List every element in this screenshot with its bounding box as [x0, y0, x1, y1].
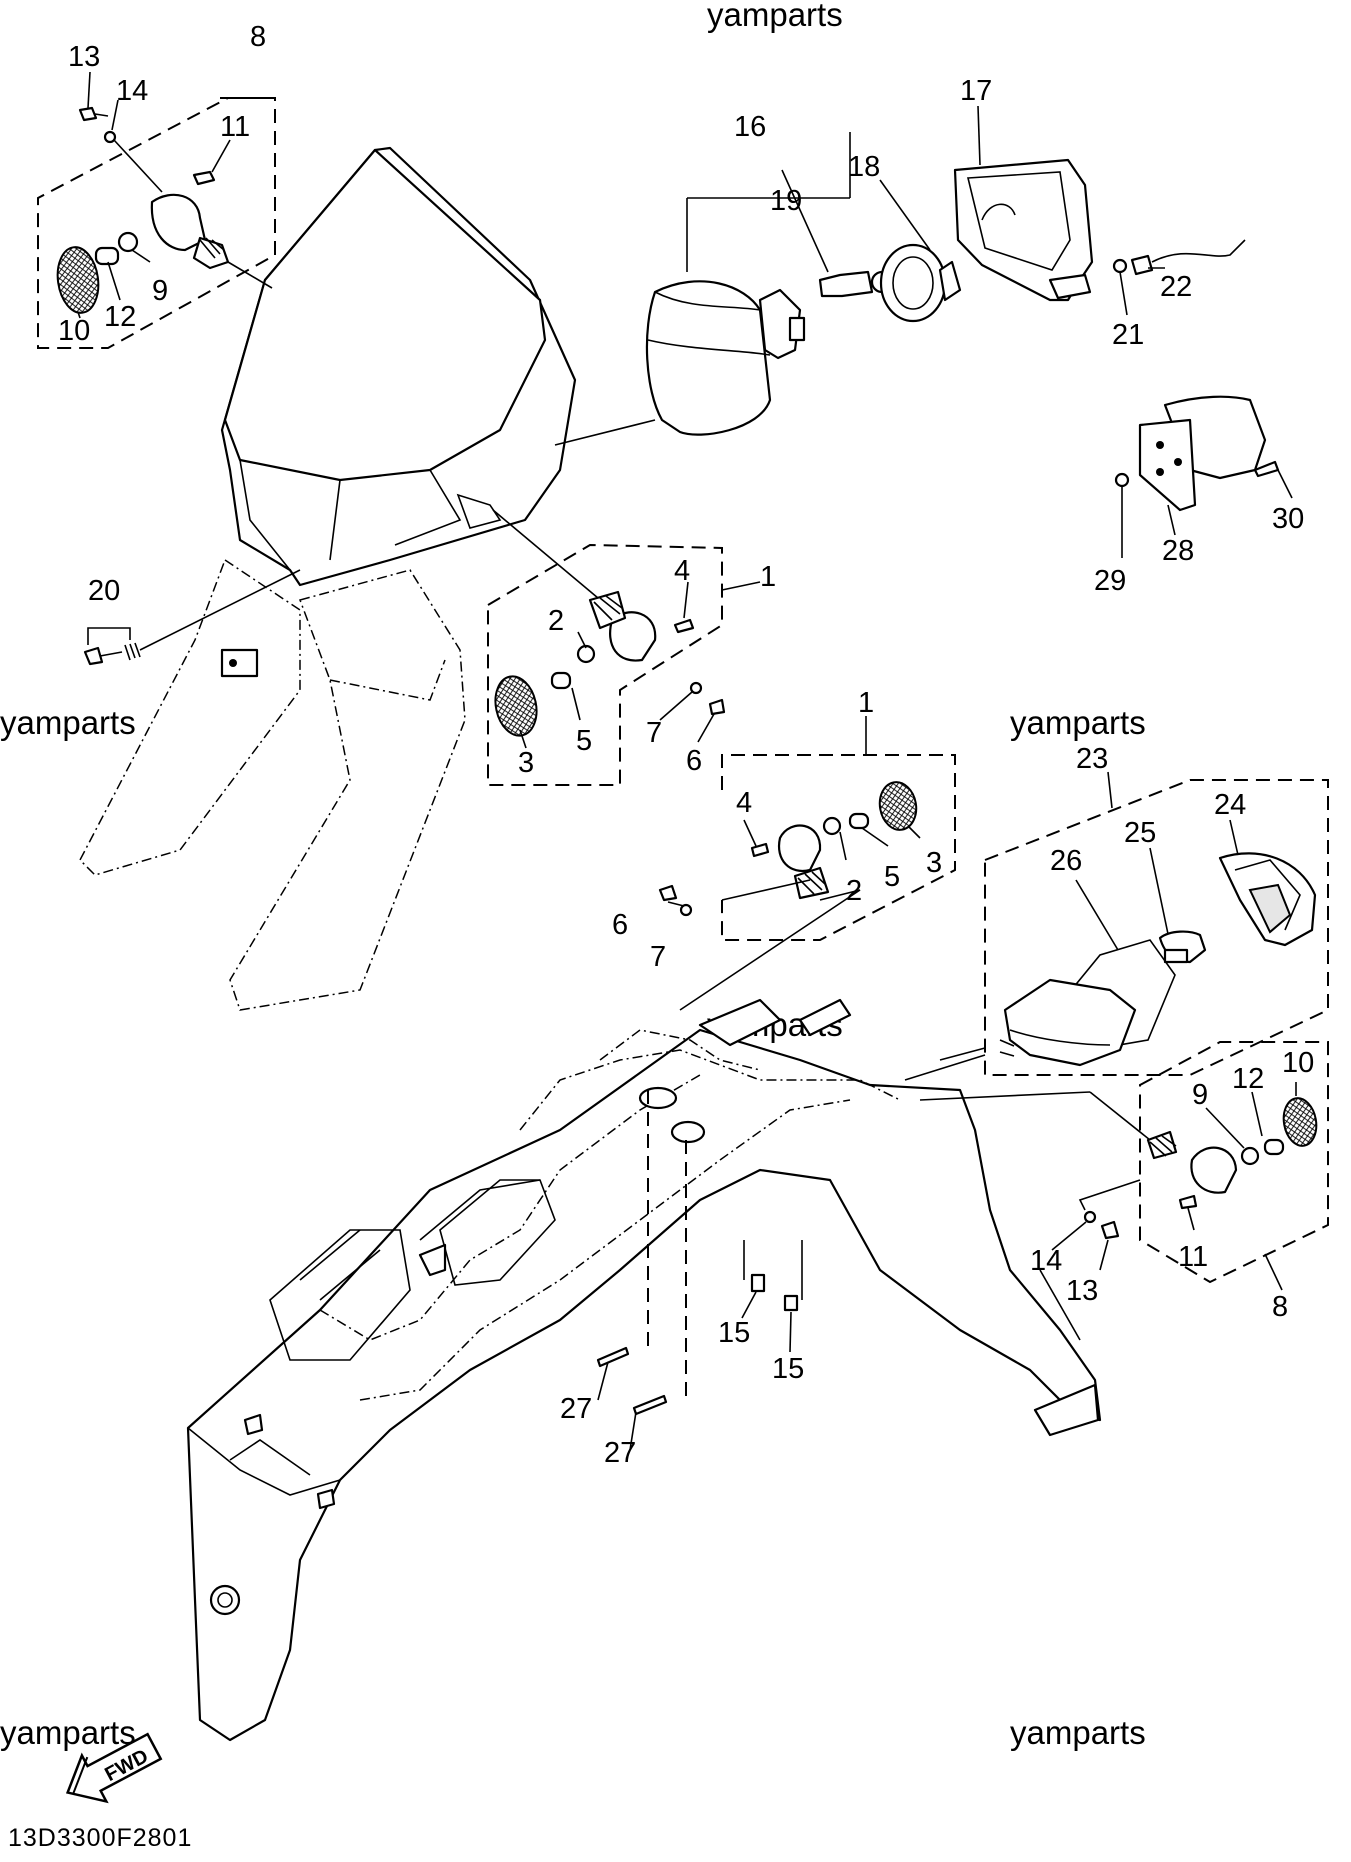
watermark-top: yamparts [707, 0, 843, 33]
callout-30: 30 [1272, 503, 1304, 535]
callout-16: 16 [734, 111, 766, 143]
fork-cover-plate [79, 493, 502, 1011]
callout-7-mid: 7 [650, 941, 666, 973]
license-light [1114, 395, 1293, 558]
callout-11: 11 [220, 111, 250, 143]
headlight-cowl [220, 146, 577, 587]
callout-12-rear: 12 [1232, 1063, 1264, 1095]
callout-10: 10 [58, 315, 90, 347]
callout-23: 23 [1076, 743, 1108, 775]
callout-13: 13 [68, 41, 100, 73]
diagram-code: 13D3300F2801 [8, 1824, 192, 1852]
callout-12: 12 [104, 301, 136, 333]
callout-9-rear: 9 [1192, 1079, 1208, 1111]
callout-28: 28 [1162, 535, 1194, 567]
callout-24: 24 [1214, 789, 1246, 821]
bolt-spring-20 [83, 569, 301, 666]
callout-8: 8 [250, 21, 266, 53]
callout-22: 22 [1160, 271, 1192, 303]
callout-27-lower: 27 [604, 1437, 636, 1469]
callout-3-top: 3 [518, 747, 534, 779]
callout-27-upper: 27 [560, 1393, 592, 1425]
callout-1-mid: 1 [858, 687, 874, 719]
callout-25: 25 [1124, 817, 1156, 849]
callout-14: 14 [116, 75, 148, 107]
callout-10-rear: 10 [1282, 1047, 1314, 1079]
watermark-bottom-right: yamparts [1010, 1714, 1146, 1751]
callout-9: 9 [152, 275, 168, 307]
callout-6-mid: 6 [612, 909, 628, 941]
callout-labels: 13 14 8 11 9 12 10 16 19 18 17 21 22 30 … [58, 21, 1314, 1469]
headlight-unit [554, 132, 962, 446]
callout-14-rear: 14 [1030, 1245, 1062, 1277]
callout-26: 26 [1050, 845, 1082, 877]
callout-3-mid: 3 [926, 847, 942, 879]
callout-20: 20 [88, 575, 120, 607]
callout-18: 18 [848, 151, 880, 183]
headlight-case [953, 105, 1246, 316]
callout-13-rear: 13 [1066, 1275, 1098, 1307]
callout-2-top: 2 [548, 605, 564, 637]
callout-15-left: 15 [718, 1317, 750, 1349]
callout-2-mid: 2 [846, 875, 862, 907]
callout-5-top: 5 [576, 725, 592, 757]
callout-5-mid: 5 [884, 861, 900, 893]
rear-left-flasher-group [919, 1041, 1329, 1291]
callout-4-mid: 4 [736, 787, 752, 819]
callout-1-top: 1 [760, 561, 776, 593]
callout-15-right: 15 [772, 1353, 804, 1385]
front-right-flasher-group [487, 509, 761, 786]
callout-7-top: 7 [646, 717, 662, 749]
callout-17: 17 [960, 75, 992, 107]
tail-light-group [904, 771, 1329, 1081]
front-left-flasher-group [37, 71, 276, 349]
watermark-bottom-left: yamparts [0, 1714, 136, 1751]
callout-19: 19 [770, 185, 802, 217]
rear-fender [186, 998, 1102, 1742]
callout-11-rear: 11 [1178, 1241, 1208, 1273]
callout-6-top: 6 [686, 745, 702, 777]
watermark-left: yamparts [0, 704, 136, 741]
watermark-right: yamparts [1010, 704, 1146, 741]
callout-21: 21 [1112, 319, 1144, 351]
callout-29: 29 [1094, 565, 1126, 597]
callout-8-rear: 8 [1272, 1291, 1288, 1323]
callout-4-top: 4 [674, 555, 690, 587]
rear-right-flasher-group [658, 716, 956, 1011]
